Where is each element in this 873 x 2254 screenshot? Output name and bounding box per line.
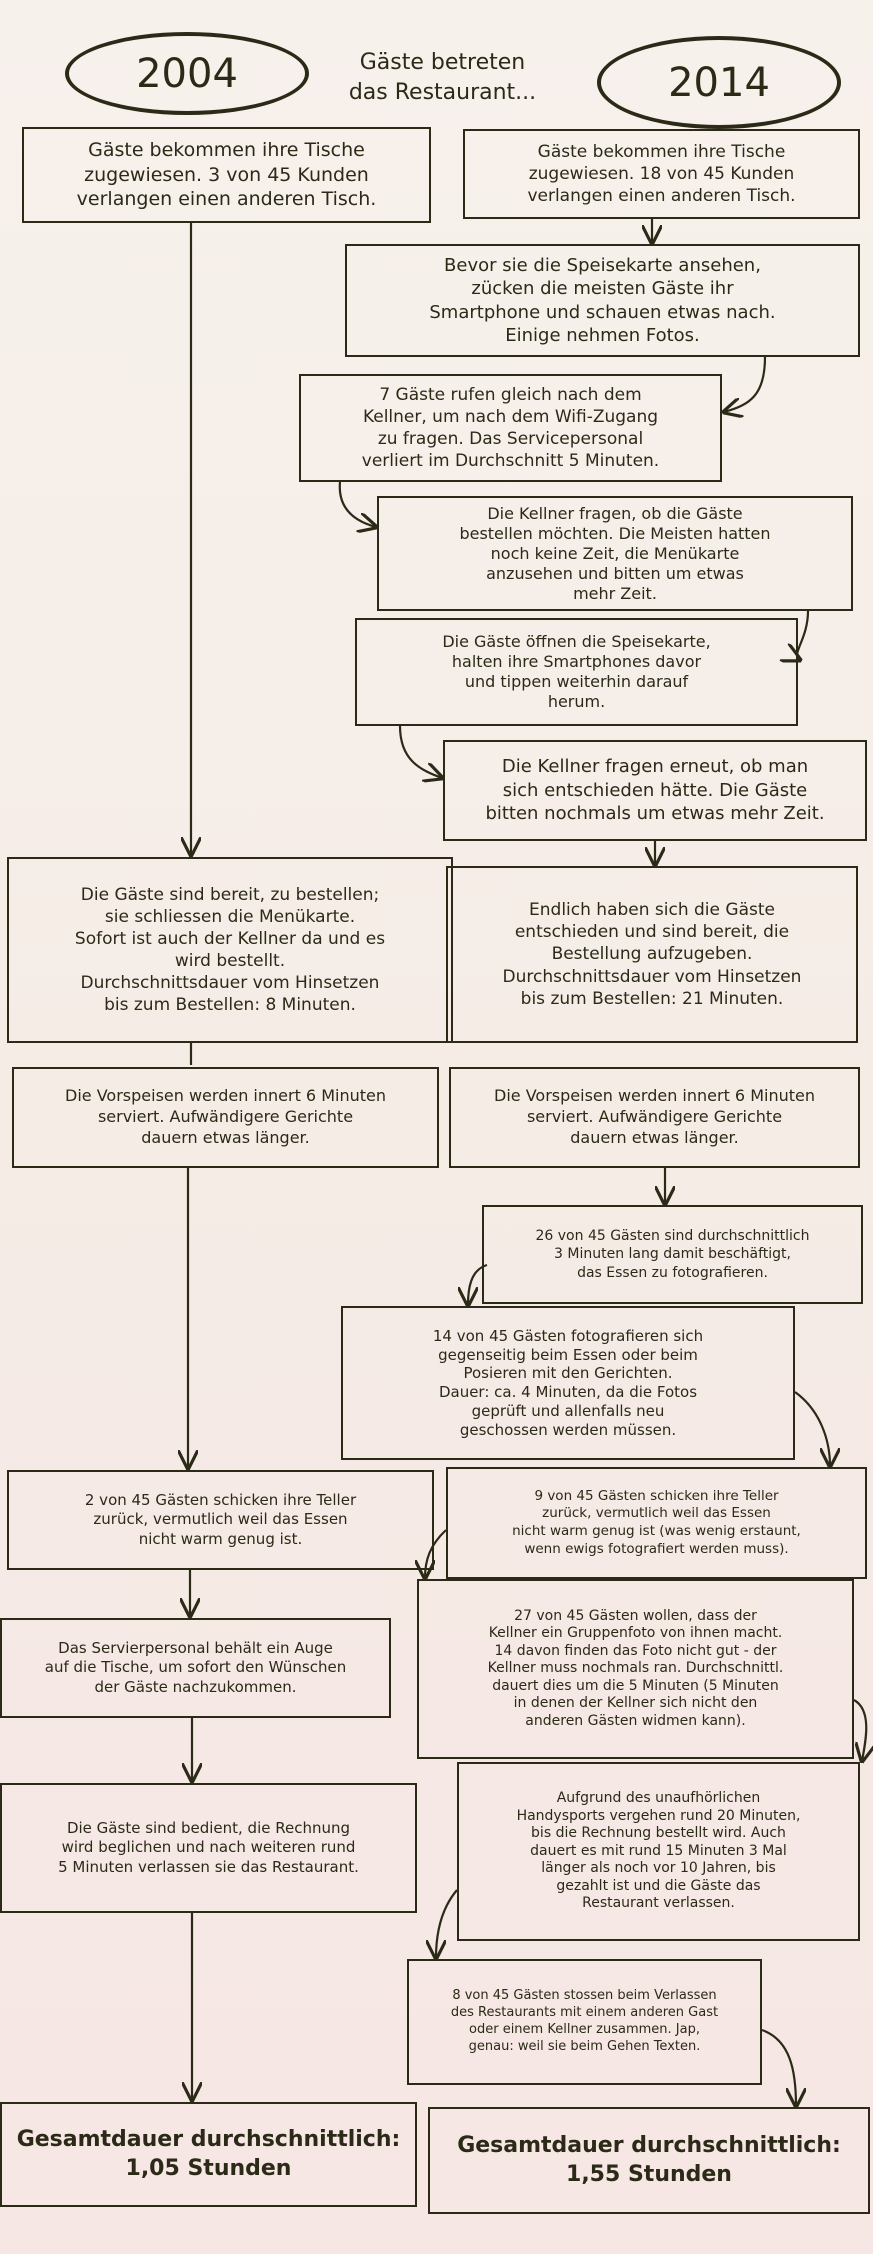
left-step-1: Gäste bekommen ihre Tische zugewiesen. 3…: [22, 127, 431, 223]
right-step-8: Die Vorspeisen werden innert 6 Minuten s…: [449, 1067, 860, 1168]
right-step-5: Die Gäste öffnen die Speisekarte, halten…: [355, 618, 798, 726]
right-step-6: Die Kellner fragen erneut, ob man sich e…: [443, 740, 867, 841]
arrow: [761, 2028, 796, 2106]
left-step-4: 2 von 45 Gästen schicken ihre Teller zur…: [7, 1470, 434, 1570]
year-2004-badge: 2004: [65, 32, 309, 115]
arrow: [338, 481, 376, 527]
arrow: [853, 1699, 866, 1761]
year-2004: 2004: [136, 50, 238, 97]
left-step-5: Das Servierpersonal behält ein Auge auf …: [0, 1618, 391, 1718]
right-step-13: Aufgrund des unaufhörlichen Handysports …: [457, 1762, 860, 1941]
arrow: [724, 356, 767, 412]
left-total-duration: Gesamtdauer durchschnittlich: 1,05 Stund…: [0, 2102, 417, 2207]
right-step-2: Bevor sie die Speisekarte ansehen, zücke…: [345, 244, 860, 357]
arrow: [436, 1889, 458, 1958]
right-step-9: 26 von 45 Gästen sind durchschnittlich 3…: [482, 1205, 863, 1304]
diagram-title: Gäste betreten das Restaurant...: [348, 50, 537, 105]
right-step-1: Gäste bekommen ihre Tische zugewiesen. 1…: [463, 129, 860, 219]
right-step-4: Die Kellner fragen, ob die Gäste bestell…: [377, 496, 853, 611]
right-step-3: 7 Gäste rufen gleich nach dem Kellner, u…: [299, 374, 722, 482]
right-step-14: 8 von 45 Gästen stossen beim Verlassen d…: [407, 1959, 762, 2085]
left-step-6: Die Gäste sind bedient, die Rechnung wir…: [0, 1783, 417, 1913]
right-step-11: 9 von 45 Gästen schicken ihre Teller zur…: [446, 1467, 867, 1579]
left-step-3: Die Vorspeisen werden innert 6 Minuten s…: [12, 1067, 439, 1168]
arrow: [794, 1391, 830, 1466]
arrow: [425, 1529, 447, 1578]
left-step-2: Die Gäste sind bereit, zu bestellen; sie…: [7, 857, 453, 1043]
right-step-10: 14 von 45 Gästen fotografieren sich gege…: [341, 1306, 795, 1460]
year-2014-badge: 2014: [597, 36, 841, 129]
year-2014: 2014: [668, 59, 770, 106]
arrow: [398, 725, 442, 778]
right-total-duration: Gesamtdauer durchschnittlich: 1,55 Stund…: [428, 2107, 870, 2214]
arrow: [797, 610, 810, 660]
right-step-12: 27 von 45 Gästen wollen, dass der Kellne…: [417, 1579, 854, 1759]
right-step-7: Endlich haben sich die Gäste entschieden…: [446, 866, 858, 1043]
